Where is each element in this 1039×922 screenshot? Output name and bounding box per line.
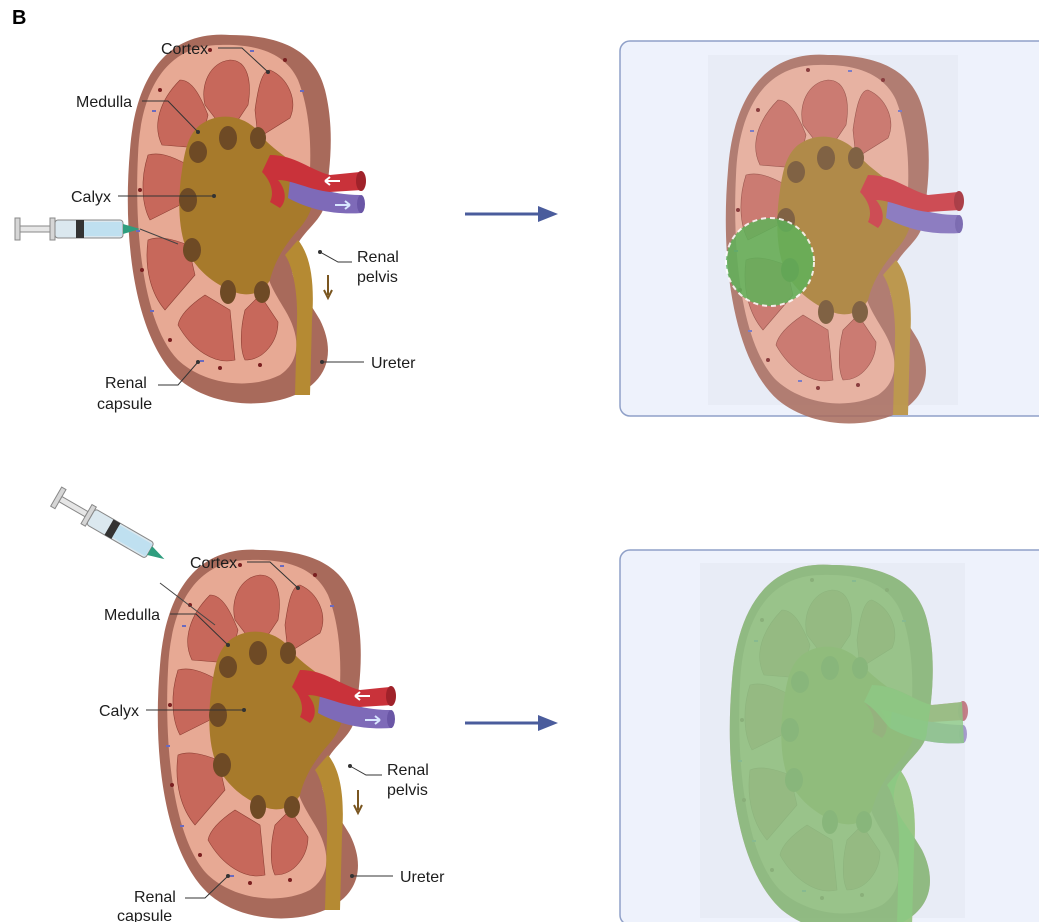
label-renal-pelvis-top-2: pelvis	[357, 269, 398, 286]
label-renal-capsule-top-1: Renal	[105, 375, 147, 392]
arrow-top	[465, 206, 558, 222]
label-medulla-top: Medulla	[76, 94, 132, 111]
label-renal-capsule-bottom-2: capsule	[117, 908, 172, 922]
result-panel-bottom	[620, 550, 1039, 922]
syringe-bottom	[51, 487, 170, 569]
top-row: Cortex Medulla Calyx Renal pelvis Ureter…	[15, 35, 1039, 424]
kidney-bottom-left	[158, 550, 396, 919]
label-ureter-bottom: Ureter	[400, 869, 445, 886]
label-cortex-bottom: Cortex	[190, 555, 237, 572]
label-renal-capsule-top-2: capsule	[97, 396, 152, 413]
green-lesion-circle	[726, 218, 814, 306]
result-panel-top	[620, 41, 1039, 423]
bottom-row: Cortex Medulla Calyx Renal pelvis Ureter…	[51, 487, 1039, 922]
label-ureter-top: Ureter	[371, 355, 416, 372]
label-calyx-bottom: Calyx	[99, 703, 139, 720]
label-cortex-top: Cortex	[161, 41, 208, 58]
label-renal-pelvis-top-1: Renal	[357, 249, 399, 266]
arrow-bottom	[465, 715, 558, 731]
label-medulla-bottom: Medulla	[104, 607, 160, 624]
label-renal-pelvis-bottom-1: Renal	[387, 762, 429, 779]
label-renal-capsule-bottom-1: Renal	[134, 889, 176, 906]
panel-letter: B	[12, 7, 26, 29]
label-renal-pelvis-bottom-2: pelvis	[387, 782, 428, 799]
label-calyx-top: Calyx	[71, 189, 111, 206]
kidney-top-left	[128, 35, 366, 404]
